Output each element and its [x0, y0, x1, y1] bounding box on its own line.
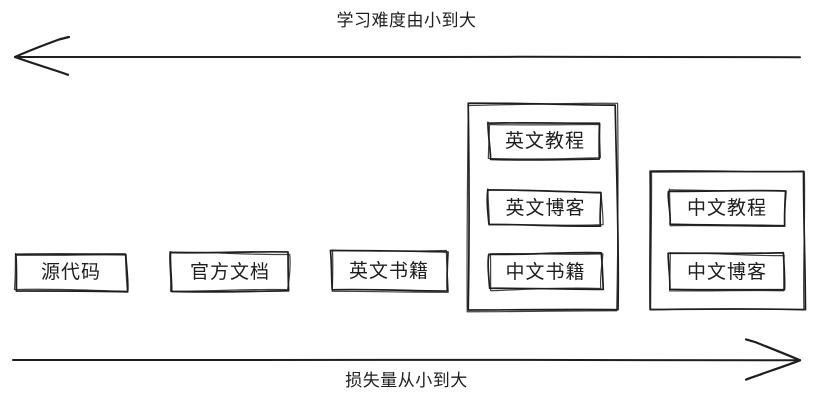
group-english[interactable]: 英文教程 英文博客 中文书籍: [466, 102, 620, 313]
node-english-tutorial[interactable]: 英文教程: [487, 121, 602, 161]
node-english-blog[interactable]: 英文博客: [486, 188, 604, 228]
node-label: 中文书籍: [505, 260, 586, 283]
node-source-code[interactable]: 源代码: [13, 252, 129, 293]
node-label: 官方文档: [189, 260, 270, 283]
node-label: 源代码: [40, 260, 101, 283]
node-label: 中文博客: [686, 260, 767, 283]
node-chinese-tutorial[interactable]: 中文教程: [667, 188, 787, 228]
top-axis-label: 学习难度由小到大: [336, 11, 477, 31]
node-chinese-blog[interactable]: 中文博客: [667, 251, 786, 292]
bottom-axis-label: 损失量从小到大: [345, 371, 468, 391]
node-english-books[interactable]: 英文书籍: [329, 249, 449, 293]
node-official-docs[interactable]: 官方文档: [169, 250, 291, 293]
node-label: 英文博客: [505, 196, 586, 219]
node-label: 英文教程: [504, 130, 585, 152]
node-label: 中文教程: [686, 197, 767, 219]
node-label: 英文书籍: [348, 259, 429, 282]
group-chinese[interactable]: 中文教程 中文博客: [649, 170, 807, 312]
node-chinese-books[interactable]: 中文书籍: [487, 251, 605, 292]
left-arrow-icon: [13, 35, 801, 76]
